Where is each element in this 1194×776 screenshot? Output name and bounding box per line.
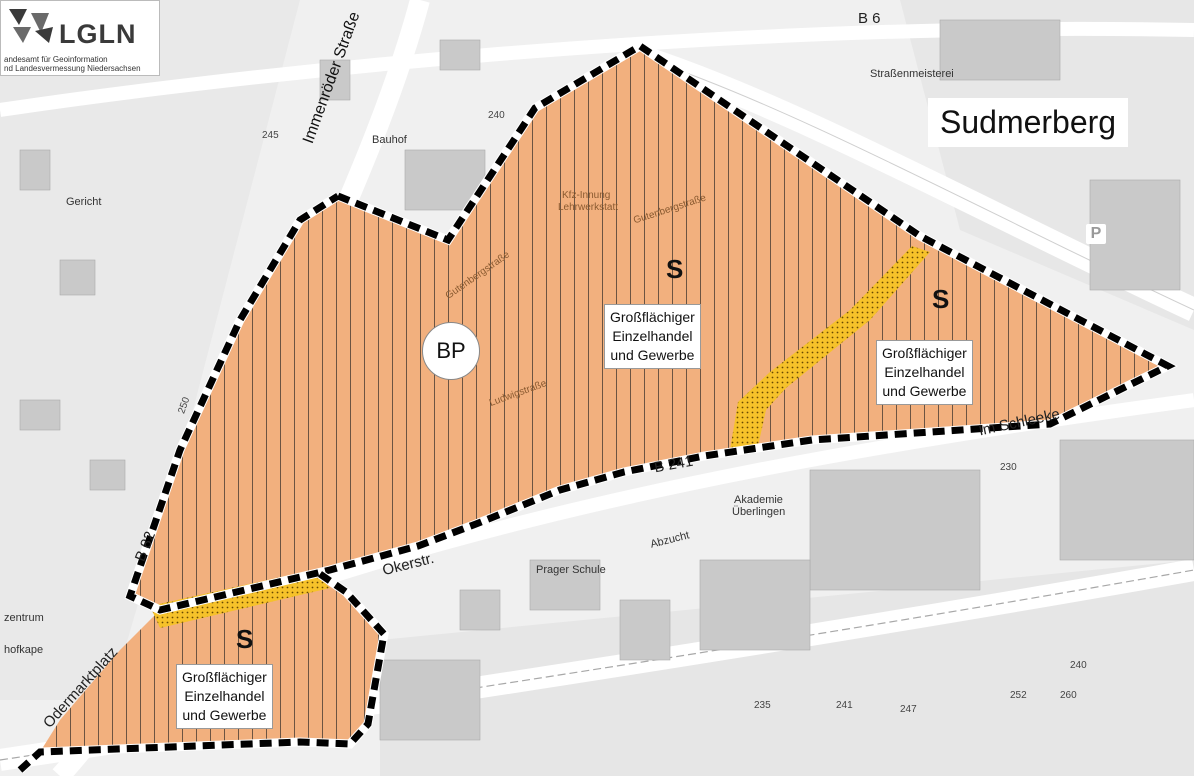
parking-sign: P <box>1086 224 1106 244</box>
zone-main-boundary <box>125 41 1176 614</box>
contour-235: 235 <box>754 700 771 711</box>
lgln-logo-icon <box>9 9 53 43</box>
zone-south-boundary <box>17 571 388 773</box>
map-title: Sudmerberg <box>928 98 1129 147</box>
contour-245: 245 <box>262 130 279 141</box>
contour-252: 252 <box>1010 690 1027 701</box>
west-residential-area <box>0 0 300 700</box>
corridor-east-dots <box>730 246 930 450</box>
label-zentrum: zentrum <box>4 612 44 624</box>
buildings <box>19 19 1194 741</box>
zone-1-label[interactable]: Großflächiger Einzelhandel und Gewerbe <box>604 304 701 369</box>
label-gericht: Gericht <box>66 196 102 208</box>
label-kfz: Kfz-Innung <box>562 190 611 201</box>
contour-240b: 240 <box>1070 660 1087 671</box>
zone-2-letter: S <box>932 284 950 314</box>
contour-247: 247 <box>900 704 917 715</box>
label-b6: B 6 <box>858 10 881 27</box>
label-lehrwerkstatt: Lehrwerkstatt <box>558 202 619 213</box>
label-akademie: Akademie <box>734 494 783 506</box>
contour-230: 230 <box>1000 462 1017 473</box>
label-bauhof: Bauhof <box>372 134 407 146</box>
zone-south-hatch <box>40 574 384 752</box>
zone-1-line3: und Gewerbe <box>610 347 695 363</box>
zone-1-line1: Großflächiger <box>610 309 695 325</box>
label-prager-schule: Prager Schule <box>536 564 606 576</box>
zone-3-label[interactable]: Großflächiger Einzelhandel und Gewerbe <box>176 664 273 729</box>
label-strassenmeisterei: Straßenmeisterei <box>870 68 954 80</box>
zone-2-label[interactable]: Großflächiger Einzelhandel und Gewerbe <box>876 340 973 405</box>
zone-3-line2: Einzelhandel <box>184 688 265 704</box>
logo-name: LGLN <box>59 19 137 49</box>
zone-3-line1: Großflächiger <box>182 669 267 685</box>
logo-line2: nd Landesvermessung Niedersachsen <box>4 64 141 73</box>
zone-3-letter: S <box>236 624 254 654</box>
lgln-logo: LGLN andesamt für Geoinformation nd Land… <box>0 0 160 76</box>
label-hofkape: hofkape <box>4 644 44 656</box>
contour-260: 260 <box>1060 690 1077 701</box>
zone-2-line2: Einzelhandel <box>884 364 965 380</box>
bp-marker[interactable]: BP <box>422 322 480 380</box>
label-ueberlingen: Überlingen <box>732 506 786 518</box>
zone-1-line2: Einzelhandel <box>612 328 693 344</box>
contour-240: 240 <box>488 110 505 121</box>
zone-2-line1: Großflächiger <box>882 345 967 361</box>
zone-3-line3: und Gewerbe <box>182 707 267 723</box>
rail-track <box>0 569 1194 761</box>
logo-line1: andesamt für Geoinformation <box>4 55 108 64</box>
contour-241: 241 <box>836 700 853 711</box>
zone-1-letter: S <box>666 254 684 284</box>
zone-2-line3: und Gewerbe <box>882 383 967 399</box>
